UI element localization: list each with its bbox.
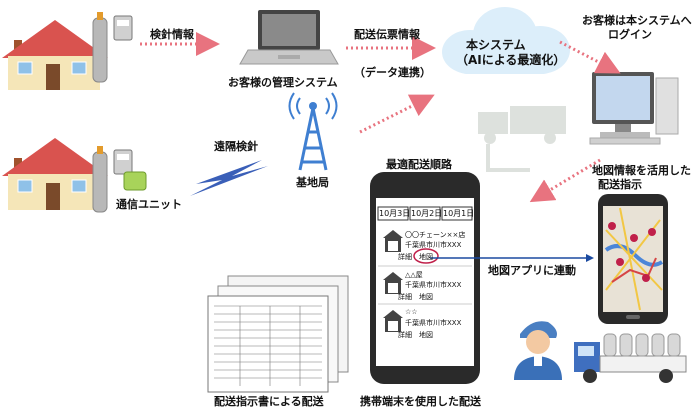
comm-unit-icon — [123, 171, 147, 191]
label-optimal-route: 最適配送順路 — [386, 158, 452, 171]
gas-meter-icon — [113, 15, 133, 41]
gas-meter-icon-2 — [113, 149, 133, 175]
cloud-icon — [442, 7, 570, 74]
label-main-system-ai: （AIによる最適化） — [456, 53, 566, 67]
stop-number-2: 2 — [391, 282, 397, 291]
stop-map-link-2[interactable]: 地図 — [419, 293, 433, 301]
label-customer-system: お客様の管理システム — [228, 76, 338, 89]
stop-detail-link-2[interactable]: 詳細 — [398, 293, 412, 301]
arrow-cloud-to-desktop — [559, 40, 621, 74]
label-map-delivery-1: 地図情報を活用した — [592, 164, 691, 177]
arrow-tower-to-cloud — [359, 94, 435, 134]
label-data-link: （データ連携） — [354, 66, 431, 79]
label-paper-delivery: 配送指示書による配送 — [214, 395, 324, 408]
stop-detail-link-3[interactable]: 詳細 — [398, 331, 412, 339]
date-tab-1[interactable]: 10月3日 — [379, 209, 411, 218]
stop-name-2: △△屋 — [405, 271, 423, 279]
label-base-station: 基地局 — [296, 176, 329, 189]
label-comm-unit: 通信ユニット — [116, 198, 182, 211]
smartphone-map-screen — [598, 194, 668, 324]
stop-map-link-3[interactable]: 地図 — [419, 331, 433, 339]
gas-cylinder-icon — [92, 12, 108, 83]
desktop-computer-icon — [589, 72, 679, 145]
stop-number-3: 3 — [391, 320, 397, 329]
house-icon-bottom — [2, 138, 108, 210]
label-main-system: 本システム — [466, 38, 526, 52]
label-map-app-link: 地図アプリに連動 — [488, 264, 576, 277]
label-remote-meter: 遠隔検針 — [214, 140, 258, 153]
stop-address-2: 千葉県市川市XXX — [405, 281, 462, 289]
arrows — [140, 32, 621, 203]
label-customer-login-2: ログイン — [608, 28, 652, 41]
label-map-delivery-2: 配送指示 — [598, 178, 642, 191]
stop-address-1: 千葉県市川市XXX — [405, 241, 462, 249]
truck-outline-icon — [478, 106, 566, 172]
date-tab-2[interactable]: 10月2日 — [411, 209, 443, 218]
label-mobile-delivery: 携帯端末を使用した配送 — [360, 395, 481, 408]
laptop-icon — [239, 10, 339, 65]
house-icon-top — [2, 20, 108, 90]
arrow-to-map-app — [430, 254, 594, 262]
stop-number-1: 1 — [391, 240, 397, 249]
stop-name-1: 〇〇チェーン××店 — [405, 231, 466, 239]
delivery-driver-icon — [514, 321, 562, 380]
label-meter-reading: 検針情報 — [150, 28, 194, 41]
stop-map-link-1[interactable]: 地図 — [419, 253, 433, 261]
smartphone-route-screen — [370, 172, 480, 384]
base-station-tower-icon — [288, 92, 338, 171]
stop-address-3: 千葉県市川市XXX — [405, 319, 462, 327]
gas-cylinder-icon-2 — [92, 146, 108, 213]
delivery-sheets-icon — [207, 275, 349, 393]
date-tab-3[interactable]: 10月1日 — [443, 209, 475, 218]
stop-detail-link-1[interactable]: 詳細 — [398, 253, 412, 261]
stop-name-3: ☆☆ — [405, 308, 418, 316]
wireless-signal-icon — [190, 160, 268, 196]
label-customer-login-1: お客様は本システムへ — [582, 14, 692, 27]
label-delivery-slip-info: 配送伝票情報 — [354, 28, 420, 41]
gas-delivery-truck-icon — [574, 333, 687, 383]
arrow-desktop-to-phone — [529, 158, 601, 203]
